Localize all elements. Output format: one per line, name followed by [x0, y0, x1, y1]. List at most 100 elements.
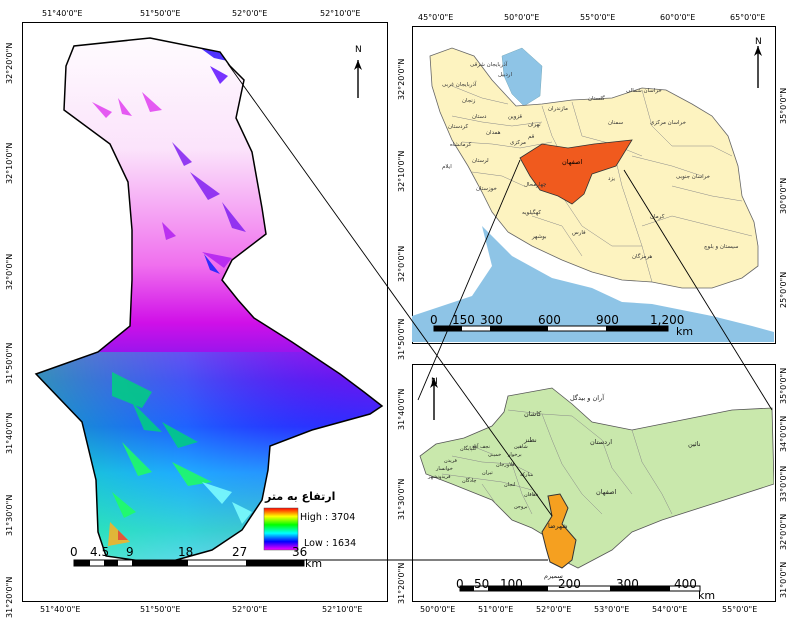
- lat-tick: 31°30'0"N: [397, 478, 406, 520]
- iran-map: آذربایجان غربی آذربایجان شرقی زنجان اردب…: [412, 46, 774, 342]
- province-label: چهارمحال: [524, 182, 546, 188]
- county-label: شهرضا: [548, 522, 568, 530]
- lon-tick: 45°0'0"E: [418, 13, 454, 22]
- scale-label: 18: [178, 545, 194, 559]
- lon-tick: 51°50'0"E: [140, 9, 181, 18]
- province-label: آذربایجان غربی: [442, 81, 477, 88]
- north-arrow-icon: [354, 60, 362, 98]
- county-label: نطنز: [523, 436, 537, 444]
- lat-tick: 34°0'0"N: [779, 415, 788, 452]
- province-label: لرستان: [472, 158, 489, 164]
- scale-label: 150: [452, 313, 475, 327]
- county-label: تیران: [482, 470, 493, 476]
- county-label: فریدن: [444, 458, 457, 464]
- lat-tick: 32°0'0"N: [5, 253, 14, 290]
- lat-tick: 31°30'0"N: [5, 494, 14, 536]
- scale-label: 600: [538, 313, 561, 327]
- province-label: کردستان: [448, 123, 468, 130]
- lon-tick: 54°0'0"E: [652, 605, 688, 614]
- north-label: N: [355, 45, 362, 55]
- province-label: دستان: [472, 114, 487, 120]
- lat-tick: 31°20'0"N: [397, 562, 406, 604]
- scale-label: 50: [474, 577, 490, 591]
- lon-tick: 52°0'0"E: [232, 9, 268, 18]
- province-label: گلستان: [588, 95, 605, 102]
- province-label: تهران: [528, 122, 541, 128]
- legend-title: ارتفاع به متر: [265, 490, 336, 503]
- scale-label: 400: [674, 577, 697, 591]
- isfahan-map: آران و بیدگل کاشان نطنز اردستان نائین اص…: [419, 378, 774, 592]
- province-label: مرکزی: [510, 139, 526, 146]
- lon-tick: 51°40'0"E: [40, 605, 81, 614]
- county-label: بروجن: [514, 504, 527, 510]
- lat-tick: 33°0'0"N: [779, 465, 788, 502]
- province-label: خراسان شمالی: [626, 88, 662, 94]
- lat-tick: 30°0'0"N: [779, 177, 788, 214]
- county-label: فلاورجان: [496, 462, 515, 468]
- scale-label: 27: [232, 545, 248, 559]
- lat-tick: 31°50'0"N: [5, 342, 14, 384]
- lat-tick: 32°20'0"N: [5, 42, 14, 84]
- county-label: برخوار: [507, 452, 522, 458]
- legend-high: High : 3704: [300, 512, 356, 523]
- scale-label: 9: [126, 545, 134, 559]
- legend-low: Low : 1634: [304, 538, 357, 549]
- province-label: ایلام: [442, 164, 452, 170]
- province-label: زنجان: [462, 98, 476, 104]
- lat-tick: 32°0'0"N: [397, 245, 406, 282]
- county-label: خمینی: [488, 452, 501, 458]
- lat-tick: 35°0'0"N: [779, 87, 788, 124]
- lat-tick: 35°0'0"N: [779, 367, 788, 404]
- province-label: بوشهر: [531, 234, 547, 240]
- scale-label: 36: [292, 545, 308, 559]
- lon-tick: 55°0'0"E: [722, 605, 758, 614]
- county-label: خوانسار: [435, 466, 453, 472]
- scale-label: 4.5: [90, 545, 110, 559]
- county-label: نائین: [688, 440, 701, 448]
- lon-tick: 52°0'0"E: [536, 605, 572, 614]
- county-label: فریدونشهر: [427, 474, 451, 480]
- province-label: مازندران: [548, 106, 568, 112]
- lon-tick: 65°0'0"E: [730, 13, 766, 22]
- scale-label: 100: [500, 577, 523, 591]
- province-label: خوزستان: [476, 186, 497, 192]
- county-label: چادگان: [462, 477, 476, 484]
- lat-tick: 31°40'0"N: [5, 412, 14, 454]
- elevation-legend-ramp: [263, 507, 299, 551]
- lat-tick: 25°0'0"N: [779, 271, 788, 308]
- province-label: خراسان مرکزی: [650, 119, 686, 126]
- province-label: خراسان جنوبی: [676, 174, 710, 180]
- dem-scale-bar: [73, 559, 305, 567]
- north-label: N: [431, 377, 438, 387]
- lon-tick: 50°0'0"E: [504, 13, 540, 22]
- lon-tick: 50°0'0"E: [420, 605, 456, 614]
- scale-unit: km: [305, 557, 323, 570]
- lat-tick: 31°0'0"N: [779, 561, 788, 598]
- province-label: سمنان: [608, 120, 624, 126]
- province-label: قم: [528, 134, 535, 140]
- lat-tick: 32°10'0"N: [397, 150, 406, 192]
- county-label: کاشان: [524, 410, 542, 418]
- county-label: شاهین: [514, 444, 528, 450]
- province-label: فارس: [572, 230, 586, 236]
- county-label: اردستان: [590, 438, 612, 446]
- county-label: لنجان: [504, 482, 516, 488]
- province-label: کرمانشاه: [450, 141, 472, 148]
- scale-unit: km: [676, 325, 694, 338]
- province-label: سیستان و بلوچ: [704, 244, 739, 250]
- province-label: کهگیلویه: [522, 209, 541, 216]
- province-label: قزوین: [508, 114, 522, 120]
- county-label: سمیرم: [544, 572, 563, 580]
- lon-tick: 51°40'0"E: [42, 9, 83, 18]
- county-label: دهاقان: [524, 492, 538, 498]
- lat-tick: 31°50'0"N: [397, 318, 406, 360]
- lon-tick: 51°0'0"E: [478, 605, 514, 614]
- lat-tick: 32°10'0"N: [5, 142, 14, 184]
- scale-label: 0: [430, 313, 438, 327]
- county-label: مبارکه: [520, 472, 534, 478]
- lat-tick: 31°40'0"N: [397, 388, 406, 430]
- province-label: همدان: [486, 130, 501, 136]
- lon-tick: 60°0'0"E: [660, 13, 696, 22]
- lat-tick: 32°0'0"N: [779, 513, 788, 550]
